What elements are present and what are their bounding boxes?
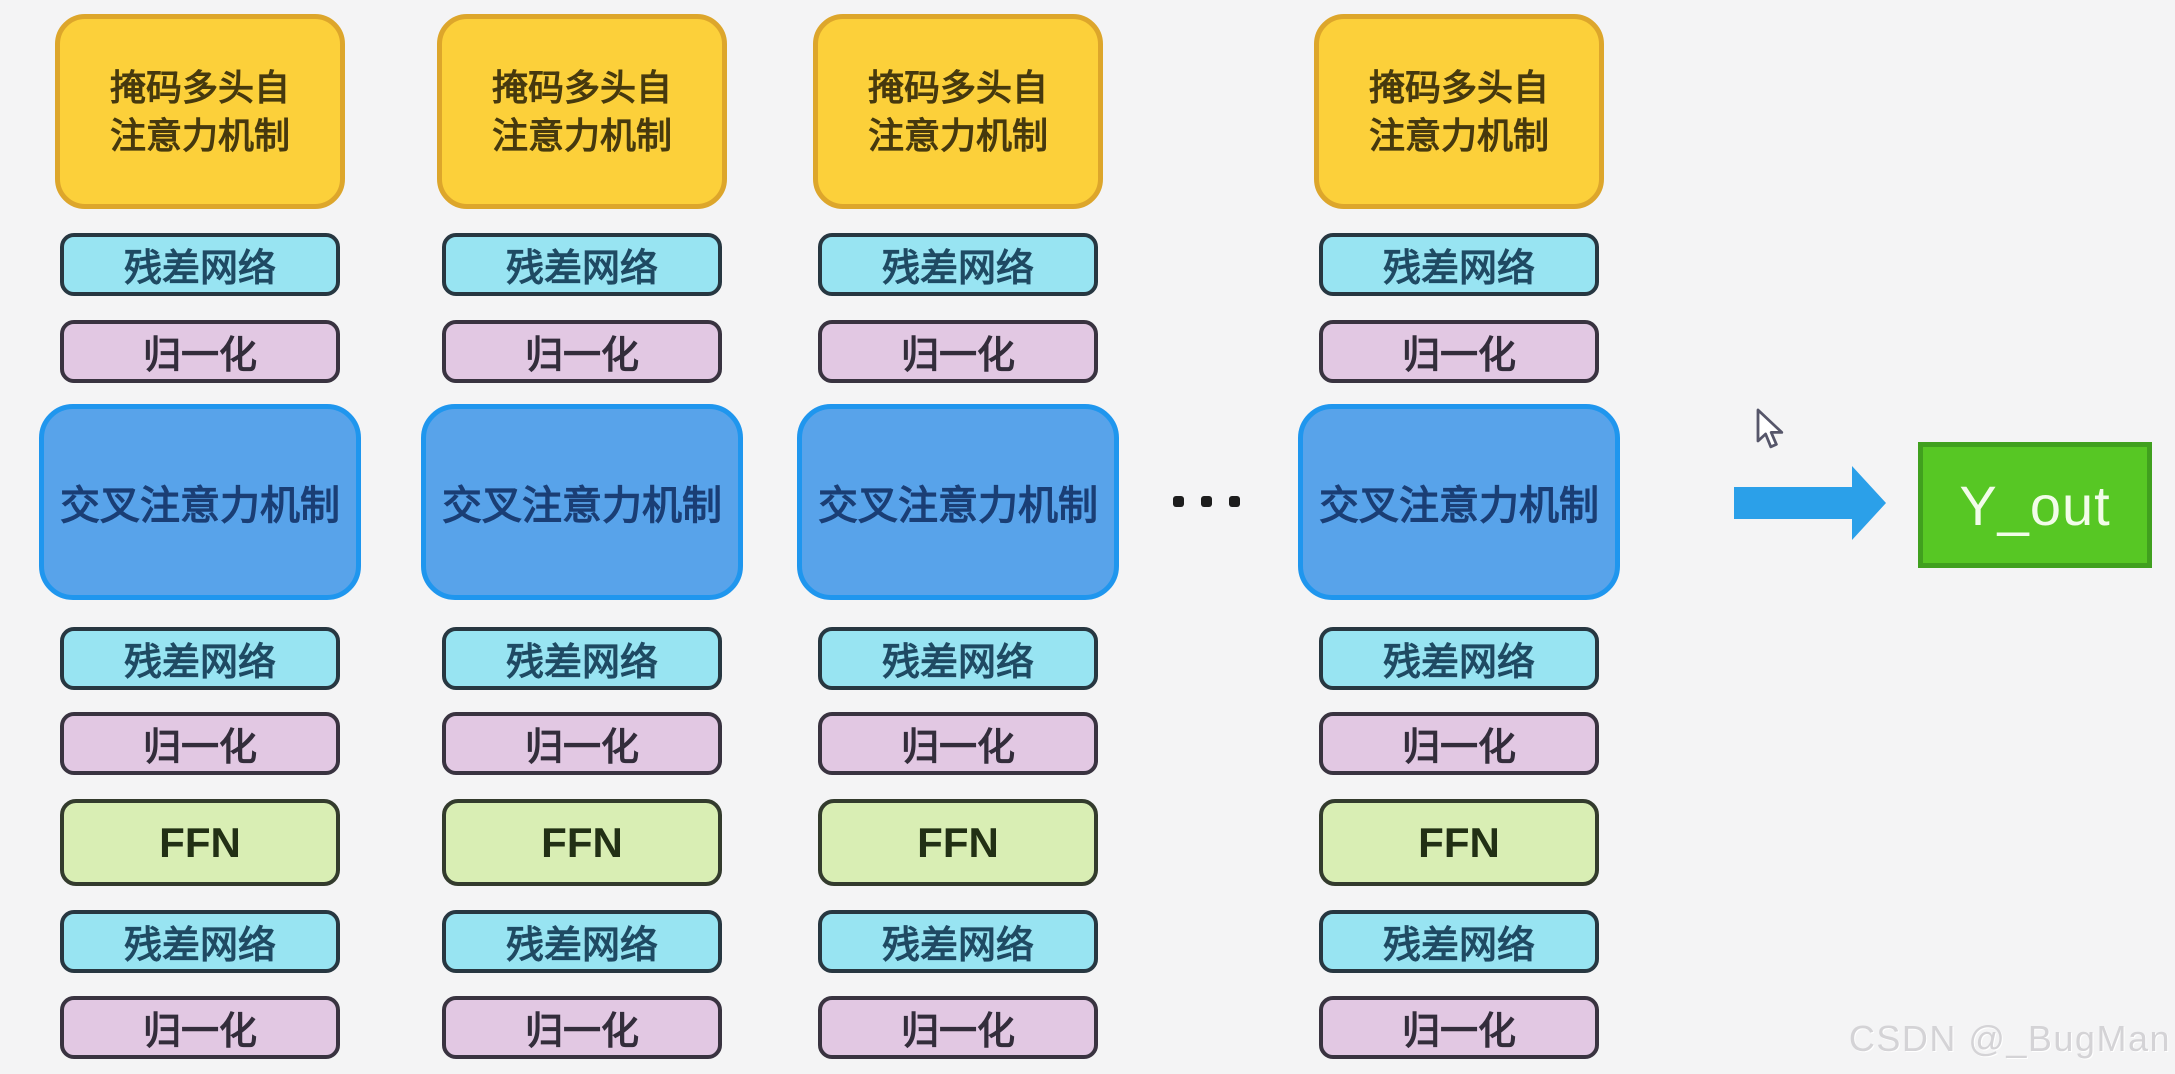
- masked-self-attention-box: 掩码多头自 注意力机制: [813, 14, 1103, 209]
- normalization-label: 归一化: [900, 335, 1015, 377]
- masked-self-attention-box: 掩码多头自 注意力机制: [437, 14, 727, 209]
- residual-network-box: 残差网络: [818, 627, 1098, 690]
- masked-self-attention-label: 掩码多头自 注意力机制: [1368, 66, 1549, 156]
- residual-network-box: 残差网络: [1319, 233, 1599, 296]
- residual-network-box: 残差网络: [818, 233, 1098, 296]
- decoder-column: 掩码多头自 注意力机制 残差网络 归一化 交叉注意力机制 残差网络 归一化 FF…: [797, 14, 1119, 1059]
- ffn-label: FFN: [917, 818, 999, 866]
- cross-attention-label: 交叉注意力机制: [1319, 484, 1599, 528]
- ffn-label: FFN: [1418, 818, 1500, 866]
- normalization-label: 归一化: [142, 1011, 257, 1053]
- residual-network-box: 残差网络: [1319, 910, 1599, 973]
- residual-network-label: 残差网络: [505, 925, 658, 967]
- normalization-label: 归一化: [1401, 727, 1516, 769]
- residual-network-box: 残差网络: [60, 910, 340, 973]
- ffn-box: FFN: [818, 799, 1098, 886]
- residual-network-label: 残差网络: [1382, 642, 1535, 684]
- normalization-box: 归一化: [60, 712, 340, 775]
- normalization-box: 归一化: [60, 320, 340, 383]
- residual-network-label: 残差网络: [123, 248, 276, 290]
- masked-self-attention-box: 掩码多头自 注意力机制: [1314, 14, 1604, 209]
- output-label: Y_out: [1959, 473, 2111, 537]
- residual-network-label: 残差网络: [1382, 248, 1535, 290]
- residual-network-label: 残差网络: [881, 925, 1034, 967]
- ffn-box: FFN: [1319, 799, 1599, 886]
- ellipsis-dot: [1229, 496, 1240, 507]
- residual-network-box: 残差网络: [60, 627, 340, 690]
- residual-network-box: 残差网络: [60, 233, 340, 296]
- ellipsis-icon: [1173, 496, 1240, 507]
- residual-network-box: 残差网络: [818, 910, 1098, 973]
- cross-attention-box: 交叉注意力机制: [797, 404, 1119, 600]
- ffn-box: FFN: [60, 799, 340, 886]
- normalization-box: 归一化: [60, 996, 340, 1059]
- masked-self-attention-label: 掩码多头自 注意力机制: [867, 66, 1048, 156]
- masked-self-attention-label: 掩码多头自 注意力机制: [491, 66, 672, 156]
- normalization-label: 归一化: [524, 335, 639, 377]
- normalization-box: 归一化: [1319, 712, 1599, 775]
- cross-attention-box: 交叉注意力机制: [39, 404, 361, 600]
- ellipsis-dot: [1173, 496, 1184, 507]
- normalization-box: 归一化: [442, 712, 722, 775]
- normalization-label: 归一化: [1401, 335, 1516, 377]
- cross-attention-label: 交叉注意力机制: [818, 484, 1098, 528]
- normalization-label: 归一化: [524, 727, 639, 769]
- residual-network-label: 残差网络: [123, 925, 276, 967]
- masked-self-attention-box: 掩码多头自 注意力机制: [55, 14, 345, 209]
- normalization-box: 归一化: [1319, 320, 1599, 383]
- normalization-box: 归一化: [442, 996, 722, 1059]
- normalization-box: 归一化: [442, 320, 722, 383]
- normalization-box: 归一化: [818, 712, 1098, 775]
- residual-network-label: 残差网络: [881, 248, 1034, 290]
- decoder-column: 掩码多头自 注意力机制 残差网络 归一化 交叉注意力机制 残差网络 归一化 FF…: [421, 14, 743, 1059]
- cross-attention-box: 交叉注意力机制: [421, 404, 743, 600]
- cross-attention-box: 交叉注意力机制: [1298, 404, 1620, 600]
- ffn-label: FFN: [159, 818, 241, 866]
- normalization-label: 归一化: [142, 727, 257, 769]
- residual-network-box: 残差网络: [1319, 627, 1599, 690]
- decoder-column: 掩码多头自 注意力机制 残差网络 归一化 交叉注意力机制 残差网络 归一化 FF…: [1298, 14, 1620, 1059]
- masked-self-attention-label: 掩码多头自 注意力机制: [109, 66, 290, 156]
- normalization-box: 归一化: [818, 996, 1098, 1059]
- output-arrow-icon: [1734, 466, 1886, 540]
- cross-attention-label: 交叉注意力机制: [60, 484, 340, 528]
- residual-network-box: 残差网络: [442, 233, 722, 296]
- normalization-box: 归一化: [818, 320, 1098, 383]
- normalization-label: 归一化: [900, 727, 1015, 769]
- decoder-column: 掩码多头自 注意力机制 残差网络 归一化 交叉注意力机制 残差网络 归一化 FF…: [39, 14, 361, 1059]
- normalization-box: 归一化: [1319, 996, 1599, 1059]
- ffn-label: FFN: [541, 818, 623, 866]
- residual-network-label: 残差网络: [123, 642, 276, 684]
- normalization-label: 归一化: [524, 1011, 639, 1053]
- normalization-label: 归一化: [142, 335, 257, 377]
- residual-network-box: 残差网络: [442, 910, 722, 973]
- residual-network-label: 残差网络: [881, 642, 1034, 684]
- output-box: Y_out: [1918, 442, 2152, 568]
- normalization-label: 归一化: [1401, 1011, 1516, 1053]
- mouse-cursor-icon: [1756, 408, 1784, 449]
- residual-network-label: 残差网络: [1382, 925, 1535, 967]
- watermark: CSDN @_BugMan: [1848, 1018, 2171, 1059]
- residual-network-label: 残差网络: [505, 642, 658, 684]
- ffn-box: FFN: [442, 799, 722, 886]
- ellipsis-dot: [1201, 496, 1212, 507]
- residual-network-label: 残差网络: [505, 248, 658, 290]
- residual-network-box: 残差网络: [442, 627, 722, 690]
- cross-attention-label: 交叉注意力机制: [442, 484, 722, 528]
- normalization-label: 归一化: [900, 1011, 1015, 1053]
